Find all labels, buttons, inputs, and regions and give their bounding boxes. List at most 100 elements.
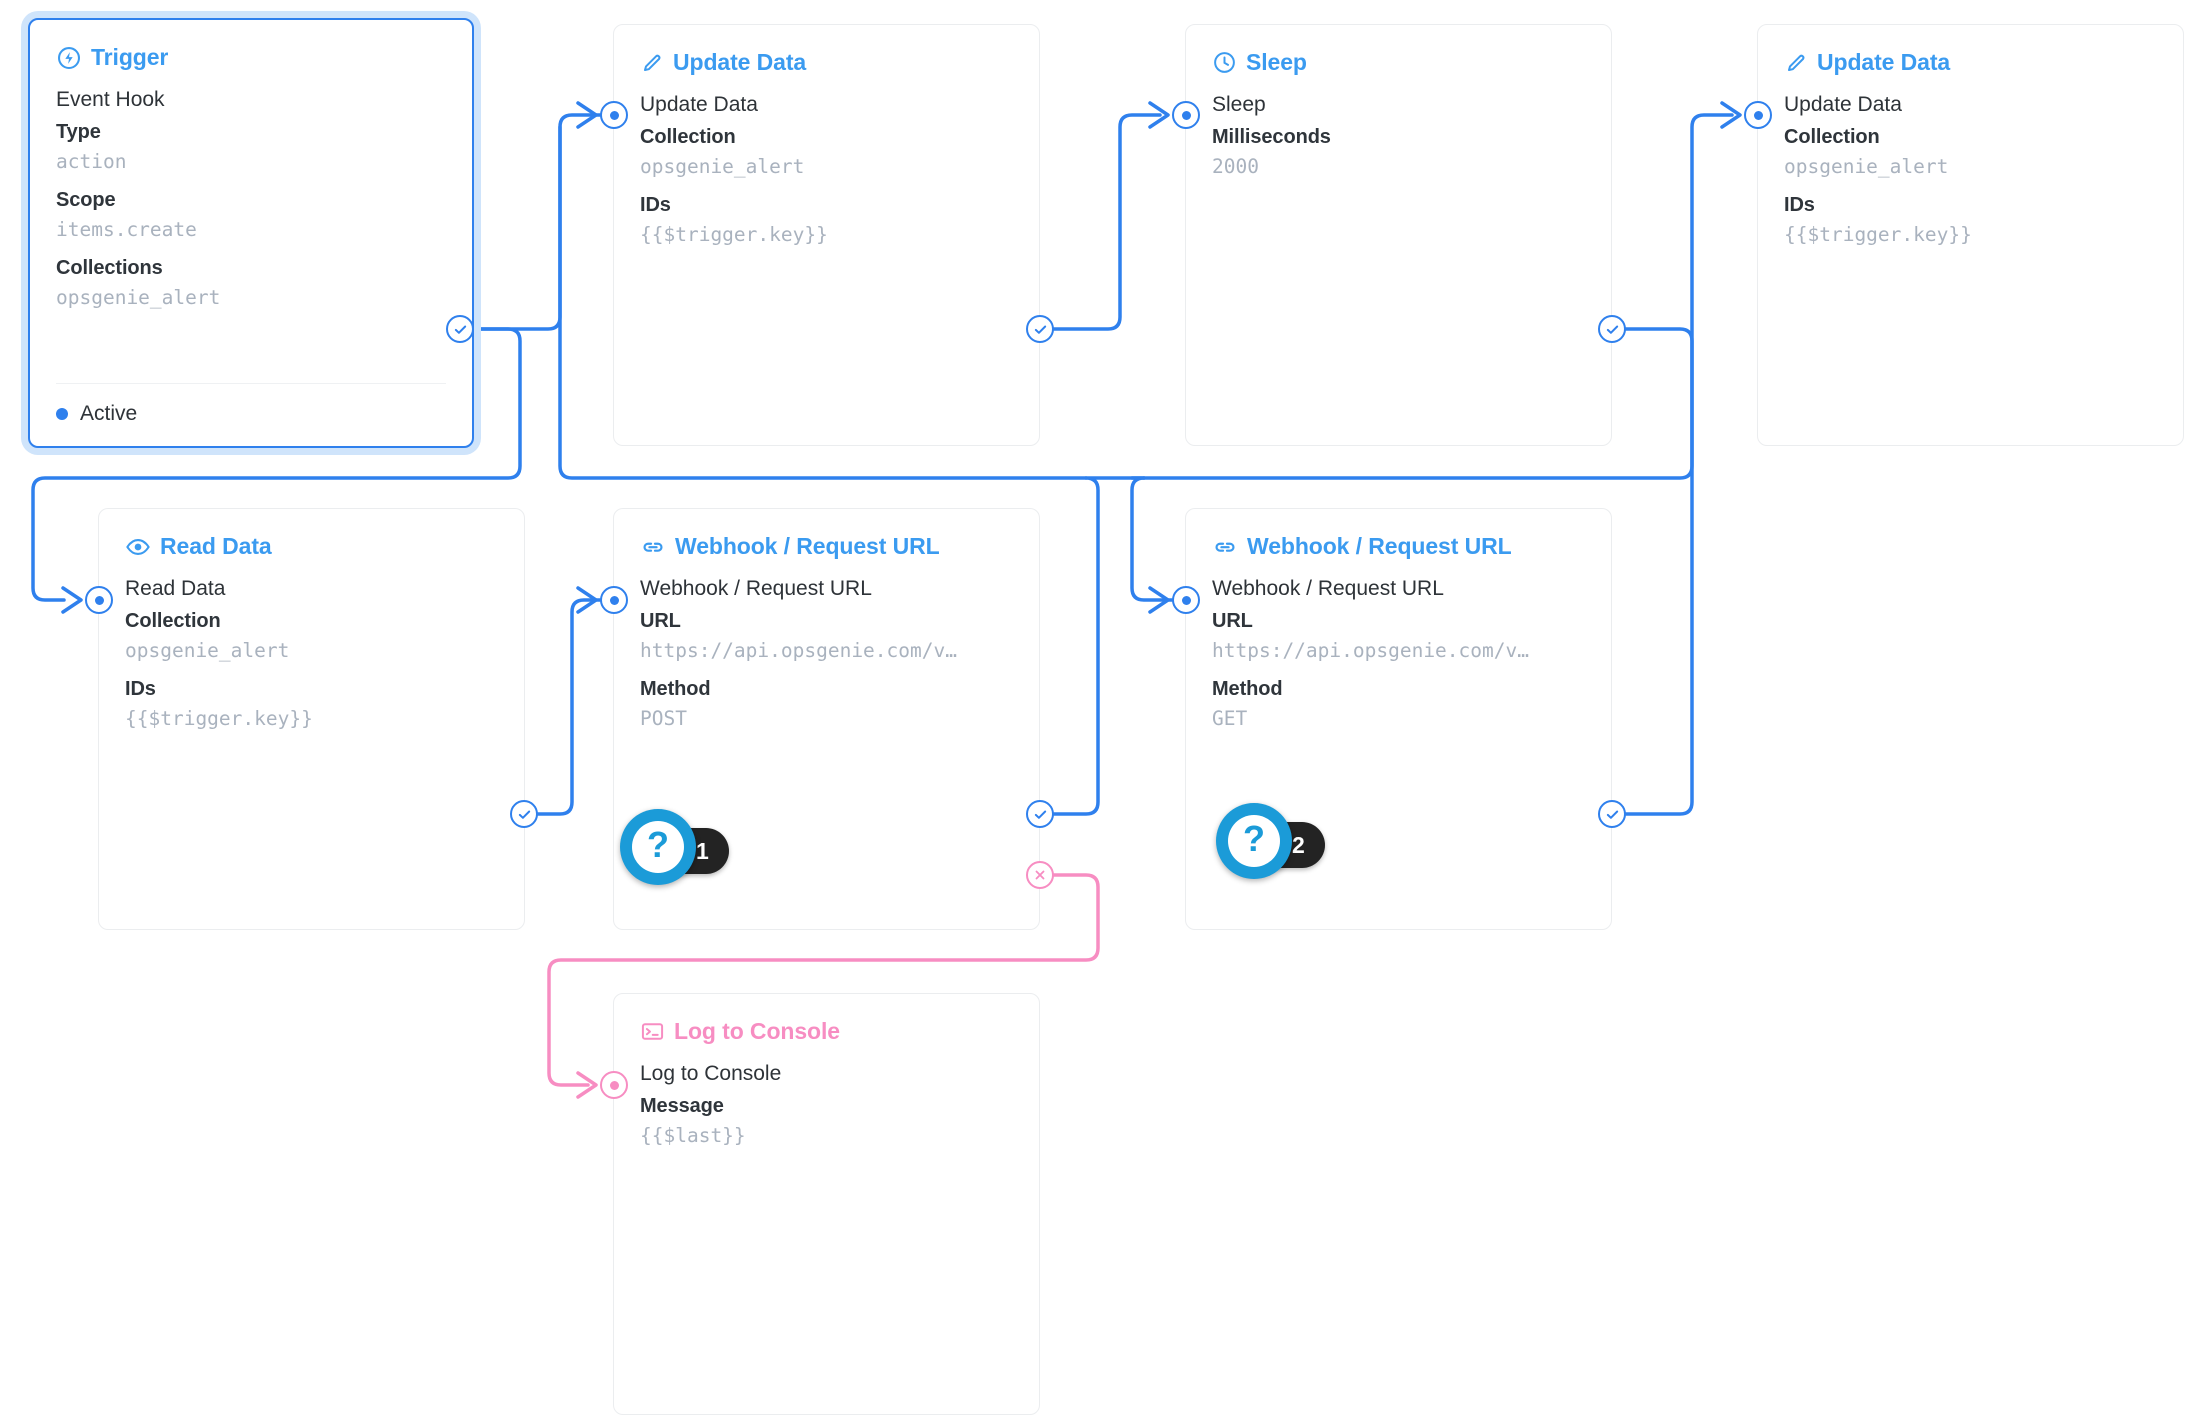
field-url: URL https://api.opsgenie.com/v… <box>640 606 1013 666</box>
port-input-update-data-1[interactable] <box>600 101 628 129</box>
card-header-update-data-2: Update Data <box>1758 25 2183 76</box>
card-header-update-data-1: Update Data <box>614 25 1039 76</box>
node-row-title: Event Hook <box>56 88 165 111</box>
node-row-title: Update Data <box>1784 93 1902 116</box>
node-card-read-data[interactable]: Read Data Read Data Collection opsgenie_… <box>98 508 525 930</box>
field-value: {{$trigger.key}} <box>640 223 828 246</box>
card-body-trigger: Event Hook Type action Scope items.creat… <box>30 71 472 313</box>
field-message: Message {{$last}} <box>640 1091 1013 1151</box>
field-type: Type action <box>56 117 446 177</box>
field-ids: IDs {{$trigger.key}} <box>640 190 1013 250</box>
question-mark-icon[interactable]: ? <box>1216 802 1292 879</box>
card-body-sleep: Sleep Milliseconds 2000 <box>1186 76 1611 182</box>
card-header-log-to-console: Log to Console <box>614 994 1039 1045</box>
port-input-webhook-2[interactable] <box>1172 586 1200 614</box>
field-label: URL <box>640 610 681 632</box>
card-header-read-data: Read Data <box>99 509 524 560</box>
hint-badge-1[interactable]: 1 ? <box>620 808 729 885</box>
port-resolve-webhook-2[interactable] <box>1598 800 1626 828</box>
node-card-trigger[interactable]: Trigger Event Hook Type action Scope ite… <box>28 18 474 448</box>
field-label: Collection <box>125 610 221 632</box>
node-row-title: Sleep <box>1212 93 1266 116</box>
port-resolve-trigger[interactable] <box>446 315 474 343</box>
field-value: https://api.opsgenie.com/v… <box>640 639 957 662</box>
card-header-webhook-1: Webhook / Request URL <box>614 509 1039 560</box>
field-label: IDs <box>640 194 671 216</box>
field-label: URL <box>1212 610 1253 632</box>
field-ids: IDs {{$trigger.key}} <box>125 674 498 734</box>
field-value: items.create <box>56 218 197 241</box>
field-url: URL https://api.opsgenie.com/v… <box>1212 606 1585 666</box>
field-ids: IDs {{$trigger.key}} <box>1784 190 2157 250</box>
field-value: opsgenie_alert <box>640 155 805 178</box>
link-icon <box>1212 534 1238 560</box>
status-dot-icon <box>56 408 68 420</box>
pencil-icon <box>1784 51 1808 75</box>
port-reject-webhook-1[interactable] <box>1026 861 1054 889</box>
field-value: POST <box>640 707 687 730</box>
node-card-sleep[interactable]: Sleep Sleep Milliseconds 2000 <box>1185 24 1612 446</box>
pencil-icon <box>640 51 664 75</box>
field-label: IDs <box>1784 194 1815 216</box>
port-input-sleep[interactable] <box>1172 101 1200 129</box>
field-value: {{$trigger.key}} <box>125 707 313 730</box>
trigger-status-row: Active <box>56 383 446 426</box>
port-resolve-webhook-1[interactable] <box>1026 800 1054 828</box>
hint-badge-symbol: ? <box>1228 814 1280 867</box>
card-header-label: Webhook / Request URL <box>1247 533 1512 559</box>
eye-icon <box>125 534 151 560</box>
link-icon <box>640 534 666 560</box>
card-body-log-to-console: Log to Console Message {{$last}} <box>614 1045 1039 1151</box>
question-mark-icon[interactable]: ? <box>620 808 696 885</box>
port-input-log-to-console[interactable] <box>600 1071 628 1099</box>
field-label: Type <box>56 121 101 143</box>
card-header-webhook-2: Webhook / Request URL <box>1186 509 1611 560</box>
card-body-webhook-2: Webhook / Request URL URL https://api.op… <box>1186 560 1611 734</box>
card-header-sleep: Sleep <box>1186 25 1611 76</box>
field-value: opsgenie_alert <box>56 286 221 309</box>
card-header-label: Update Data <box>673 49 807 75</box>
field-value: action <box>56 150 127 173</box>
field-label: Collections <box>56 257 163 279</box>
hint-badge-2[interactable]: 2 ? <box>1216 802 1325 879</box>
hint-badge-symbol: ? <box>632 820 684 873</box>
field-value: GET <box>1212 707 1248 730</box>
card-header-label: Sleep <box>1246 49 1307 75</box>
card-body-webhook-1: Webhook / Request URL URL https://api.op… <box>614 560 1039 734</box>
field-collection: Collection opsgenie_alert <box>640 122 1013 182</box>
field-collections: Collections opsgenie_alert <box>56 253 446 313</box>
port-resolve-read-data[interactable] <box>510 800 538 828</box>
field-label: Milliseconds <box>1212 126 1331 148</box>
card-header-label: Log to Console <box>674 1018 840 1044</box>
field-label: IDs <box>125 678 156 700</box>
field-milliseconds: Milliseconds 2000 <box>1212 122 1585 182</box>
card-header-label: Trigger <box>91 44 169 70</box>
field-label: Message <box>640 1095 724 1117</box>
node-row-title: Webhook / Request URL <box>1212 577 1444 600</box>
field-label: Scope <box>56 189 116 211</box>
field-value: {{$last}} <box>640 1124 746 1147</box>
node-card-log-to-console[interactable]: Log to Console Log to Console Message {{… <box>613 993 1040 1415</box>
node-row-title: Log to Console <box>640 1062 782 1085</box>
node-card-update-data-1[interactable]: Update Data Update Data Collection opsge… <box>613 24 1040 446</box>
field-scope: Scope items.create <box>56 185 446 245</box>
field-method: Method POST <box>640 674 1013 734</box>
terminal-icon <box>640 1019 665 1044</box>
port-input-read-data[interactable] <box>85 586 113 614</box>
port-resolve-update-data-1[interactable] <box>1026 315 1054 343</box>
port-input-webhook-1[interactable] <box>600 586 628 614</box>
port-resolve-sleep[interactable] <box>1598 315 1626 343</box>
field-value: https://api.opsgenie.com/v… <box>1212 639 1529 662</box>
field-label: Method <box>640 678 711 700</box>
card-header-label: Update Data <box>1817 49 1951 75</box>
card-body-update-data-2: Update Data Collection opsgenie_alert ID… <box>1758 76 2183 250</box>
node-card-update-data-2[interactable]: Update Data Update Data Collection opsge… <box>1757 24 2184 446</box>
node-row-title: Update Data <box>640 93 758 116</box>
port-input-update-data-2[interactable] <box>1744 101 1772 129</box>
field-label: Collection <box>1784 126 1880 148</box>
lightning-bolt-circle-icon <box>56 45 82 71</box>
field-value: 2000 <box>1212 155 1259 178</box>
node-row-title: Read Data <box>125 577 226 600</box>
